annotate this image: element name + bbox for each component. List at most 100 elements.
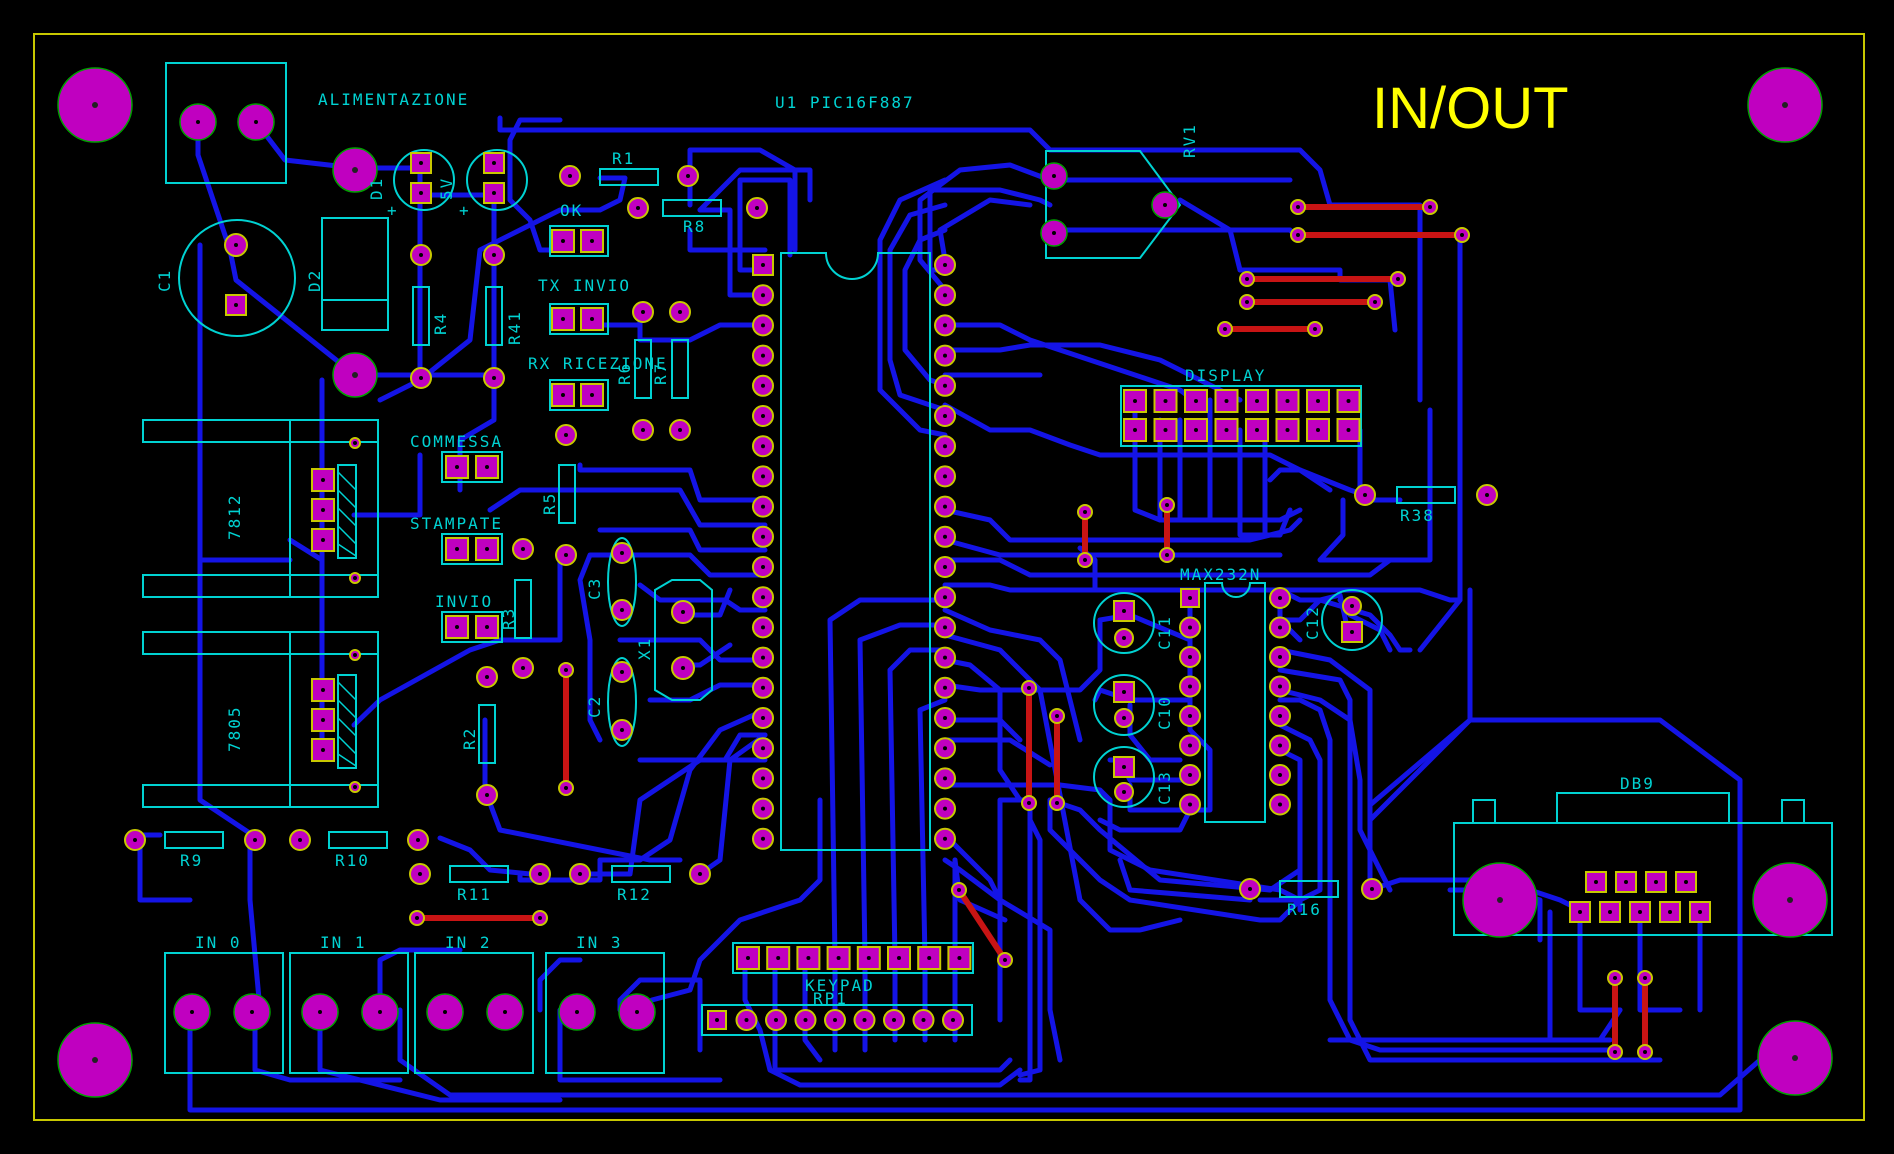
drill-hole [1278, 684, 1282, 689]
drill-hole [521, 547, 525, 551]
drill-hole [1613, 976, 1617, 980]
drill-hole [1194, 428, 1198, 432]
drill-hole [1346, 399, 1351, 403]
drill-hole [943, 353, 947, 358]
label-r3: R3 [499, 607, 518, 630]
drill-hole [234, 303, 238, 307]
drill-hole [927, 956, 932, 960]
drill-hole [92, 102, 98, 108]
drill-hole [1643, 976, 1647, 980]
label-c10: C10 [1155, 695, 1174, 730]
drill-hole [1188, 684, 1192, 689]
drill-hole [568, 174, 572, 178]
drill-hole [561, 239, 565, 243]
drill-hole [620, 551, 624, 555]
drill-hole [1278, 596, 1282, 600]
drill-hole [1122, 636, 1126, 640]
drill-hole [1163, 203, 1167, 207]
drill-hole [1248, 887, 1252, 891]
drill-hole [321, 718, 325, 722]
label-r6: R6 [615, 362, 634, 385]
drill-hole [1698, 910, 1702, 914]
drill-hole [1624, 880, 1628, 884]
drill-hole [761, 806, 765, 811]
drill-hole [1654, 880, 1658, 884]
label-r5: R5 [540, 492, 559, 515]
drill-hole [418, 872, 422, 876]
label-c12: C12 [1303, 605, 1322, 640]
drill-hole [761, 625, 765, 630]
drill-hole [761, 746, 765, 751]
drill-hole [678, 310, 682, 314]
drill-hole [1188, 596, 1192, 600]
drill-hole [1027, 801, 1031, 805]
drill-hole [1296, 205, 1300, 209]
label-r41: R41 [505, 310, 524, 345]
drill-hole [1245, 277, 1249, 281]
drill-hole [234, 243, 238, 247]
drill-hole [1224, 428, 1229, 432]
label-in0: IN 0 [195, 933, 242, 952]
drill-hole [761, 444, 765, 449]
drill-hole [943, 836, 947, 841]
drill-hole [635, 1010, 639, 1014]
drill-hole [253, 838, 257, 842]
drill-hole [951, 1018, 955, 1022]
drill-hole [590, 317, 594, 321]
drill-hole [1608, 910, 1612, 914]
label-plus1: + [387, 201, 399, 220]
drill-hole [492, 191, 496, 195]
drill-hole [698, 872, 702, 876]
drill-hole [1122, 609, 1126, 613]
drill-hole [455, 625, 459, 629]
label-r9: R9 [180, 851, 203, 870]
drill-hole [321, 688, 325, 692]
drill-hole [455, 465, 459, 469]
label-r16: R16 [1287, 900, 1322, 919]
drill-hole [1363, 493, 1367, 497]
drill-hole [1350, 604, 1354, 608]
drill-hole [1684, 880, 1688, 884]
drill-hole [943, 746, 947, 751]
drill-hole [133, 838, 137, 842]
drill-hole [761, 534, 765, 539]
drill-hole [636, 206, 640, 210]
drill-hole [761, 685, 765, 690]
rotated-labels: C1 D2 D1 5V R4 R41 R6 R7 R5 R3 R2 C3 C2 … [155, 123, 1322, 805]
drill-hole [943, 655, 947, 660]
drill-hole [943, 685, 947, 690]
label-c2: C2 [585, 695, 604, 718]
drill-hole [620, 728, 624, 732]
drill-hole [1188, 714, 1192, 718]
drill-hole [1163, 399, 1168, 403]
drill-hole [321, 478, 325, 482]
label-invio: INVIO [435, 592, 493, 611]
drill-hole [1052, 231, 1056, 235]
drill-hole [836, 956, 841, 960]
drill-hole [1133, 399, 1137, 403]
drill-hole [1638, 910, 1642, 914]
drill-hole [761, 836, 765, 841]
drill-hole [1792, 1055, 1798, 1061]
label-r4: R4 [431, 312, 450, 335]
drill-hole [715, 1018, 719, 1022]
pads [57, 67, 1833, 1098]
drill-hole [1350, 630, 1354, 634]
drill-hole [761, 655, 765, 660]
drill-hole [866, 956, 871, 960]
drill-hole [943, 716, 947, 720]
drill-hole [321, 508, 325, 512]
drill-hole [761, 353, 765, 358]
label-rp1: RP1 [813, 989, 848, 1008]
drill-hole [190, 1010, 194, 1014]
drill-hole [761, 776, 765, 781]
drill-hole [1122, 790, 1126, 794]
drill-hole [561, 317, 565, 321]
drill-hole [761, 263, 765, 267]
label-c11: C11 [1155, 615, 1174, 650]
drill-hole [761, 595, 765, 600]
drill-hole [1165, 503, 1169, 507]
drill-hole [1782, 102, 1788, 108]
drill-hole [353, 785, 357, 789]
drill-hole [1278, 625, 1282, 630]
